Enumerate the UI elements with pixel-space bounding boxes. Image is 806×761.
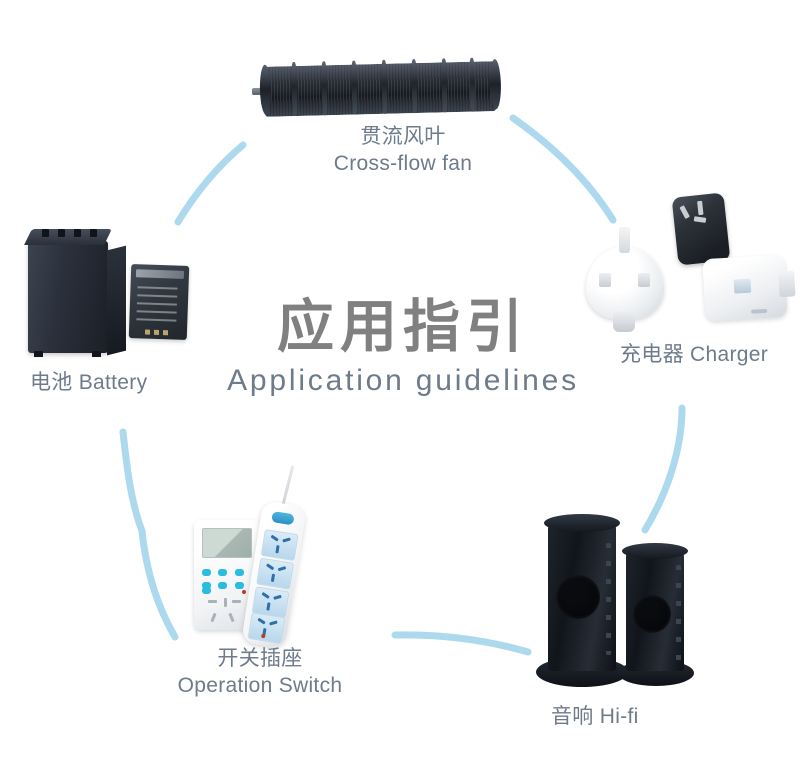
speaker-driver-cutout [556,575,600,619]
battery-label-line [136,318,177,322]
large-battery-pack [24,229,126,357]
white-square-charger [702,254,796,322]
small-battery-pack [128,264,190,340]
speaker-driver-cutout [633,595,671,633]
socket-pin [273,594,282,600]
lcd-display [202,528,252,558]
label-cross-flow-fan-en: Cross-flow fan [333,152,473,175]
label-battery-en: Battery [78,371,148,394]
switch-button[interactable] [234,582,244,589]
adapter-pin [679,205,690,220]
power-cord [280,465,295,509]
battery-terminal-notch [90,229,97,237]
socket-pin [277,566,287,572]
speaker-top-cap [622,543,688,559]
battery-terminal-notch [74,229,81,237]
socket-slot [224,598,227,607]
charger-prong [778,270,796,298]
label-hifi-en: Hi-fi [599,705,639,728]
label-charger: 充电器 Charger [620,341,768,368]
button-row [202,576,252,594]
label-cross-flow-fan-cn: 贯流风叶 [360,125,446,148]
hifi-speakers-image [530,505,710,705]
plug-live-pin [599,273,611,287]
charger-image [578,192,796,335]
socket-slot [228,612,235,623]
label-charger-en: Charger [690,343,769,366]
socket-pin [270,534,279,542]
arc-switch-to-battery [138,527,179,641]
battery-terminal-notch [42,229,49,237]
power-strip-switch[interactable] [271,511,295,526]
battery-label-line [137,286,178,290]
label-cross-flow-fan: 贯流风叶 Cross-flow fan [0,123,806,177]
socket-pin [266,602,271,611]
adapter-pin [697,200,704,216]
socket-pin [282,537,291,543]
speaker-vent-holes [676,565,681,661]
power-strip-socket [260,529,299,562]
indicator-led [242,590,246,594]
battery-side-face [107,245,126,356]
socket-pin [266,563,275,571]
battery-label [135,269,185,279]
socket-slots [206,598,250,624]
power-strip-socket [256,557,295,590]
uk-three-pin-plug [586,227,664,332]
socket-pin [270,573,276,583]
battery-top-face [24,229,112,245]
switch-button[interactable] [202,582,211,589]
socket-pin [275,545,280,554]
switch-button[interactable] [202,569,211,576]
switch-button[interactable] [218,569,228,576]
label-battery-cn: 电池 [30,371,73,394]
speaker-top-cap [544,514,620,532]
page-title-en: Application guidelines [227,364,579,397]
battery-label-line [137,294,178,298]
cross-flow-fan-image [251,57,504,121]
socket-slot [208,600,217,603]
black-power-adapter [671,192,731,266]
plug-earth-pin [619,227,630,253]
label-hifi-cn: 音响 [551,705,594,728]
socket-slot [232,600,241,603]
label-hifi: 音响 Hi-fi [551,703,639,730]
battery-label-line [136,310,177,314]
battery-image [18,229,198,365]
speaker-vent-holes [606,543,611,655]
label-battery: 电池 Battery [30,369,147,396]
battery-contacts [144,329,172,336]
battery-foot [92,351,101,357]
switch-button[interactable] [218,582,228,589]
socket-pin [261,591,270,599]
battery-label-line [136,302,177,306]
button-row [202,563,252,599]
arc-battery-left-lower [119,428,146,535]
battery-terminal-notch [58,229,65,237]
plug-body-foot [613,310,635,332]
label-operation-switch: 开关插座 Operation Switch [130,645,390,699]
arc-hifi-to-switch [391,631,532,656]
charger-usb-slot [751,308,768,314]
socket-pin [269,620,278,626]
operation-switch-image [190,465,330,650]
power-strip-socket [247,611,286,644]
socket-slot [210,612,217,623]
adapter-pin [693,216,707,223]
switch-button[interactable] [202,587,211,594]
plug-neutral-pin [638,273,650,287]
page-title-cn: 应用指引 [277,294,529,360]
socket-pin [257,617,266,625]
fan-end-cap-right [489,59,502,110]
label-operation-switch-cn: 开关插座 [217,647,303,670]
switch-button[interactable] [234,569,244,576]
charger-label-badge [733,278,752,294]
label-charger-cn: 充电器 [620,343,684,366]
label-operation-switch-en: Operation Switch [177,674,343,697]
battery-foot [34,351,43,357]
